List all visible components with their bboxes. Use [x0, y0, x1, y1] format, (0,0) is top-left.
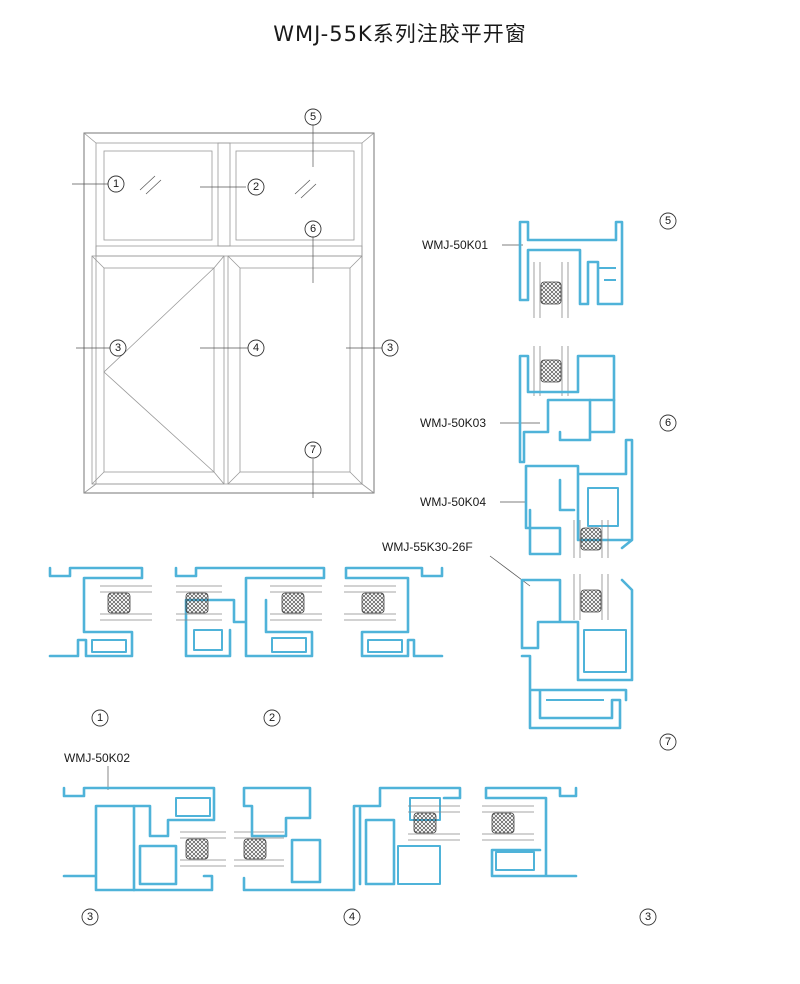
section-5: WMJ-50K01 5	[422, 212, 677, 318]
label-wmj-50k01: WMJ-50K01	[422, 238, 488, 252]
window-elevation: 1 2 5 6 3 4 3 7	[72, 108, 399, 498]
svg-text:5: 5	[665, 215, 671, 227]
section-2: 2	[174, 566, 326, 727]
svg-text:1: 1	[113, 178, 119, 190]
svg-text:6: 6	[310, 223, 316, 235]
inner-frame	[95, 142, 363, 485]
svg-text:3: 3	[115, 342, 121, 354]
svg-text:3: 3	[387, 342, 393, 354]
callout-3-right	[381, 339, 399, 357]
section-7: WMJ-55K30-26F 7	[382, 540, 677, 751]
label-wmj-50k02: WMJ-50K02	[64, 751, 130, 765]
svg-text:7: 7	[310, 444, 316, 456]
section-4: 4	[234, 786, 462, 926]
callout-1	[107, 175, 125, 193]
section-6: WMJ-50K03 WMJ-50K04 6	[420, 346, 677, 558]
svg-text:2: 2	[253, 181, 259, 193]
svg-text:3: 3	[645, 911, 651, 923]
section-1: 1	[48, 566, 152, 727]
svg-text:7: 7	[665, 736, 671, 748]
label-wmj-50k04: WMJ-50K04	[420, 495, 486, 509]
callout-3-left	[109, 339, 127, 357]
callout-7	[304, 441, 322, 459]
callout-6	[304, 220, 322, 238]
svg-text:4: 4	[349, 911, 355, 923]
svg-text:3: 3	[87, 911, 93, 923]
transom	[95, 245, 363, 257]
section-1-right	[344, 566, 444, 658]
top-mullion	[217, 142, 231, 247]
svg-text:5: 5	[310, 111, 316, 123]
svg-text:4: 4	[253, 342, 259, 354]
sash-left	[91, 255, 225, 485]
section-3-right: 3	[482, 786, 657, 926]
outer-frame	[83, 132, 375, 494]
label-wmj-50k03: WMJ-50K03	[420, 416, 486, 430]
section-3-left: WMJ-50K02 3	[62, 751, 226, 926]
sash-right	[227, 255, 363, 485]
svg-text:1: 1	[97, 712, 103, 724]
callout-4	[247, 339, 265, 357]
svg-text:2: 2	[269, 712, 275, 724]
svg-text:6: 6	[665, 417, 671, 429]
callout-2	[247, 178, 265, 196]
page-title: WMJ-55K系列注胶平开窗	[273, 22, 527, 46]
callout-5	[304, 108, 322, 126]
label-wmj-55k30-26f: WMJ-55K30-26F	[382, 540, 473, 554]
